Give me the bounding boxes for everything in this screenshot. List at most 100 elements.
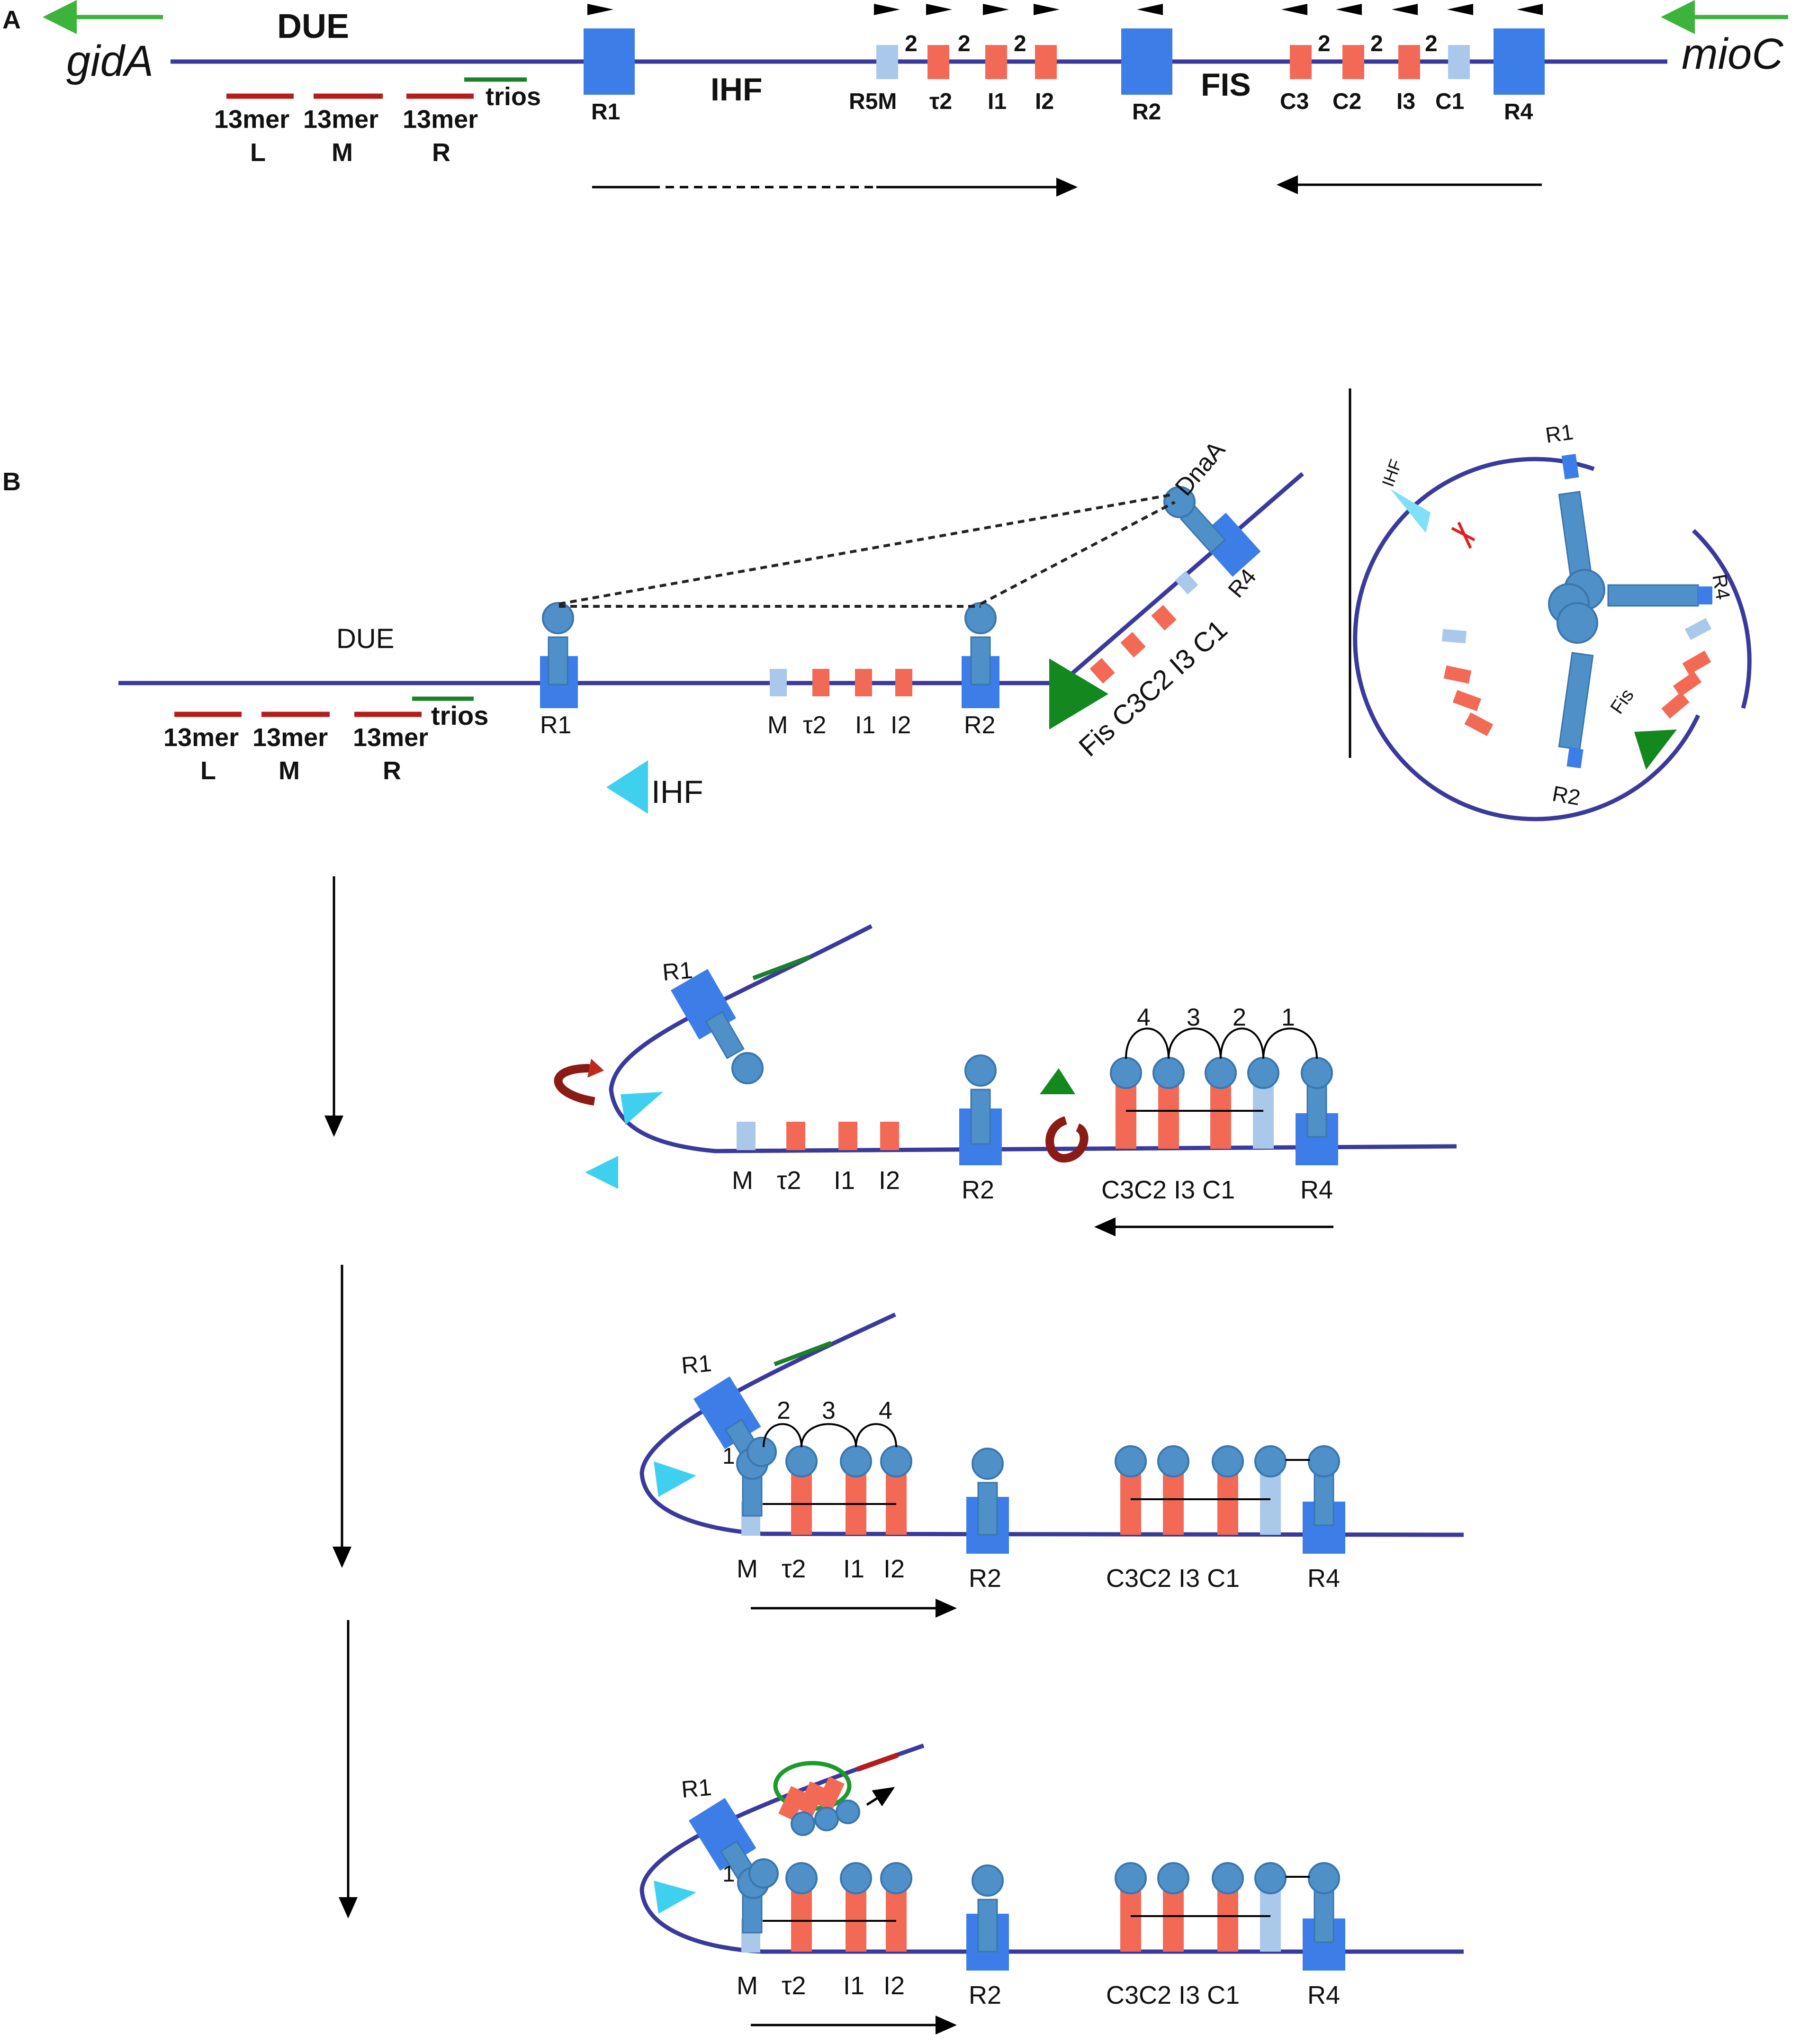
svg-text:R4: R4 xyxy=(1504,99,1533,125)
orientation-triangles xyxy=(587,4,1543,15)
box-i1 xyxy=(985,45,1007,79)
svg-text:R1: R1 xyxy=(591,99,620,125)
svg-text:2: 2 xyxy=(1014,31,1026,56)
svg-text:R2: R2 xyxy=(964,711,995,739)
svg-text:I1: I1 xyxy=(855,711,875,739)
svg-text:R1: R1 xyxy=(661,957,694,986)
svg-text:I1: I1 xyxy=(843,1555,864,1583)
dnaa-r1 xyxy=(542,602,574,634)
svg-text:2: 2 xyxy=(777,1397,791,1424)
svg-text:13mer: 13mer xyxy=(214,105,289,134)
svg-text:2: 2 xyxy=(1425,31,1438,56)
svg-text:R1: R1 xyxy=(540,711,571,739)
svg-text:R4: R4 xyxy=(1708,572,1735,601)
box-c3 xyxy=(1290,45,1312,79)
svg-text:τ2: τ2 xyxy=(782,1972,806,2000)
svg-text:τ2: τ2 xyxy=(777,1166,801,1195)
svg-text:R2: R2 xyxy=(962,1176,994,1204)
svg-text:τ2: τ2 xyxy=(803,711,826,739)
svg-text:M: M xyxy=(332,138,353,167)
fis-triangle xyxy=(1049,658,1108,729)
svg-text:1: 1 xyxy=(1281,1004,1295,1031)
svg-text:DUE: DUE xyxy=(336,623,394,654)
svg-text:L: L xyxy=(200,756,216,785)
box-r2 xyxy=(1121,28,1172,95)
svg-text:R4: R4 xyxy=(1307,1981,1340,2009)
ihf-triangle xyxy=(606,760,648,814)
svg-text:R4: R4 xyxy=(1307,1564,1340,1593)
svg-text:I3: I3 xyxy=(1396,89,1415,114)
svg-text:3: 3 xyxy=(1187,1004,1200,1031)
stage-2: R1 1 2 3 4 M τ2 I1 I2 R2 xyxy=(639,1312,1464,1618)
svg-text:2: 2 xyxy=(1233,1004,1246,1031)
svg-text:M: M xyxy=(737,1972,758,2000)
svg-text:C3C2 I3 C1: C3C2 I3 C1 xyxy=(1106,1981,1240,2009)
svg-text:2: 2 xyxy=(958,31,971,56)
svg-text:13mer: 13mer xyxy=(353,723,428,752)
stage-3: R1 1 M τ2 I1 I2 R2 C3C2 I3 C1 xyxy=(639,1743,1464,2035)
box-r5m xyxy=(876,45,898,79)
svg-text:C1: C1 xyxy=(1435,89,1464,114)
dnaa-r4 xyxy=(1163,486,1196,518)
gida-label: gidA xyxy=(66,37,153,85)
svg-text:I2: I2 xyxy=(891,711,911,739)
svg-text:C3: C3 xyxy=(1280,89,1309,114)
svg-text:trios: trios xyxy=(431,701,488,730)
svg-text:R: R xyxy=(383,756,401,785)
box-c2 xyxy=(1342,45,1364,79)
svg-text:I2: I2 xyxy=(879,1166,900,1195)
svg-text:4: 4 xyxy=(879,1397,892,1424)
box-r1 xyxy=(584,28,635,95)
svg-text:2: 2 xyxy=(1318,31,1331,56)
stage-arrows xyxy=(324,876,358,1918)
assembly-arrows-a xyxy=(592,175,1542,197)
svg-text:3: 3 xyxy=(822,1397,836,1424)
svg-text:M: M xyxy=(737,1555,758,1583)
svg-text:I2: I2 xyxy=(1035,89,1054,114)
svg-text:τ2: τ2 xyxy=(782,1555,806,1583)
box-tau2 xyxy=(927,45,949,79)
svg-text:C2: C2 xyxy=(1332,89,1361,114)
svg-text:R: R xyxy=(432,138,450,167)
svg-text:I1: I1 xyxy=(988,89,1007,114)
svg-text:R2: R2 xyxy=(969,1981,1001,2009)
svg-text:R2: R2 xyxy=(1550,781,1582,810)
stage-1: R1 M τ2 I1 I2 R2 4 3 2 xyxy=(554,924,1457,1236)
ihf-label-a: IHF xyxy=(711,72,763,108)
svg-text:R2: R2 xyxy=(969,1564,1001,1593)
box-c1 xyxy=(1448,45,1470,79)
box-sites-a xyxy=(584,28,1545,95)
svg-text:R2: R2 xyxy=(1132,99,1161,125)
svg-text:M: M xyxy=(767,711,788,739)
svg-text:R1: R1 xyxy=(680,1774,713,1803)
svg-text:13mer: 13mer xyxy=(252,723,328,752)
svg-text:M: M xyxy=(732,1166,753,1195)
svg-text:2: 2 xyxy=(1370,31,1383,56)
svg-text:τ2: τ2 xyxy=(929,89,952,114)
panel-b-label: B xyxy=(2,468,21,496)
svg-text:C3C2 I3 C1: C3C2 I3 C1 xyxy=(1106,1564,1240,1593)
svg-text:IHF: IHF xyxy=(1378,457,1405,489)
svg-text:Fis: Fis xyxy=(1606,685,1638,718)
svg-text:R5M: R5M xyxy=(849,89,897,114)
spacer-numbers-a: 2 2 2 2 2 2 xyxy=(905,31,1438,56)
svg-text:I1: I1 xyxy=(843,1972,864,2000)
svg-text:I1: I1 xyxy=(834,1166,855,1195)
svg-text:I2: I2 xyxy=(883,1555,905,1583)
ihf-label-b: IHF xyxy=(651,774,703,810)
svg-text:R1: R1 xyxy=(1544,419,1575,448)
svg-text:4: 4 xyxy=(1137,1004,1151,1031)
panel-b-linear-origin: DUE trios 13mer 13mer 13mer L M R R1 M τ… xyxy=(118,436,1304,814)
fis-label-a: FIS xyxy=(1201,67,1251,103)
thirteenmers-a: trios 13mer 13mer 13mer L M R xyxy=(214,77,541,167)
dnaa-label: DnaA xyxy=(1170,436,1231,501)
svg-text:R4: R4 xyxy=(1300,1176,1333,1204)
site-labels-a: R1 IHF R5M τ2 I1 I2 R2 FIS C3 C2 I3 C1 R… xyxy=(591,67,1533,125)
mioc-label: mioC xyxy=(1682,30,1783,78)
svg-text:1: 1 xyxy=(722,1862,735,1887)
panel-a-label: A xyxy=(2,6,21,34)
box-r4 xyxy=(1494,28,1545,95)
box-i3 xyxy=(1398,45,1420,79)
svg-text:13mer: 13mer xyxy=(303,105,378,134)
